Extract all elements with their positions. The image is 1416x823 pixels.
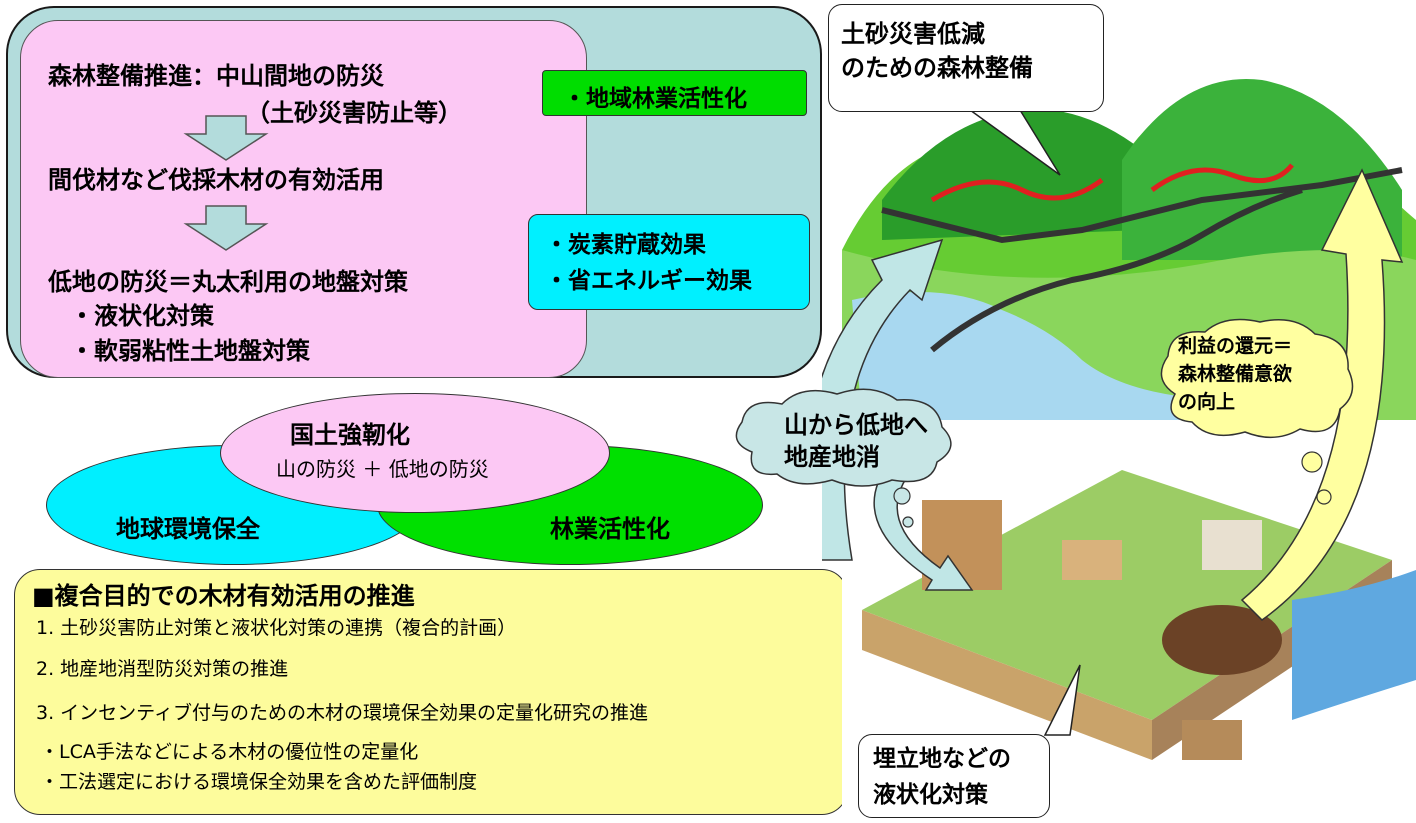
promotion-title: ■複合目的での木材有効活用の推進 <box>32 582 415 610</box>
flow-panel <box>20 20 587 378</box>
venn-resilience-subtitle: 山の防災 ＋ 低地の防災 <box>276 457 489 481</box>
forest-callout-line-2: のための森林整備 <box>841 54 1033 82</box>
promotion-subitem-1: ・LCA手法などによる木材の優位性の定量化 <box>40 741 419 763</box>
venn-resilience <box>220 393 610 513</box>
flow-step-forest-note: （土砂災害防止等） <box>246 99 462 127</box>
reclaimed-land-city <box>842 430 1416 823</box>
up-curve-arrow-icon <box>1240 168 1404 621</box>
venn-environment-label: 地球環境保全 <box>116 515 260 543</box>
forestry-revitalization-tag: ・地域林業活性化 <box>542 70 807 116</box>
flow-item-soft-soil: ・軟弱粘性土地盤対策 <box>70 337 310 365</box>
environmental-effects-tag: ・炭素貯蔵効果 ・省エネルギー効果 <box>528 214 810 310</box>
carbon-storage-label: ・炭素貯蔵効果 <box>545 232 706 258</box>
landscape-illustration <box>822 79 1416 823</box>
down-arrow-icon <box>183 115 269 161</box>
promotion-item-3: 3. インセンティブ付与のための木材の環境保全効果の定量化研究の推進 <box>36 702 649 724</box>
landfill-callout-line-1: 埋立地などの <box>873 746 1011 772</box>
flow-item-liquefaction: ・液状化対策 <box>70 302 214 330</box>
venn-resilience-title: 国土強靭化 <box>290 421 410 449</box>
local-production-line-1: 山から低地へ <box>784 411 928 439</box>
local-production-cloud <box>735 388 952 487</box>
promotion-panel <box>14 569 848 815</box>
forest-callout-line-1: 土砂災害低減 <box>841 20 985 48</box>
landfill-callout-line-2: 液状化対策 <box>873 782 988 808</box>
venn-forestry-label: 林業活性化 <box>550 515 670 543</box>
promotion-item-1: 1. 土砂災害防止対策と液状化対策の連携（複合的計画） <box>36 617 517 639</box>
promotion-item-2: 2. 地産地消型防災対策の推進 <box>36 658 289 680</box>
profit-return-line-2: 森林整備意欲 <box>1178 363 1293 385</box>
local-production-line-2: 地産地消 <box>784 443 880 471</box>
flow-step-lowland: 低地の防災＝丸太利用の地盤対策 <box>48 268 408 296</box>
down-arrow-icon <box>183 205 269 251</box>
profit-return-line-1: 利益の還元＝ <box>1178 335 1293 357</box>
energy-saving-label: ・省エネルギー効果 <box>545 268 752 294</box>
flow-step-timber: 間伐材など伐採木材の有効活用 <box>48 166 384 194</box>
profit-return-line-3: の向上 <box>1178 391 1236 413</box>
flow-step-forest: 森林整備推進：中山間地の防災 <box>48 62 384 90</box>
profit-return-text: 利益の還元＝ 森林整備意欲 の向上 <box>1178 332 1292 416</box>
profit-return-cloud <box>1160 318 1354 438</box>
promotion-subitem-2: ・工法選定における環境保全効果を含めた評価制度 <box>40 771 478 793</box>
landfill-callout: 埋立地などの 液状化対策 <box>858 734 1050 818</box>
forest-callout: 土砂災害低減 のための森林整備 <box>828 4 1104 112</box>
landfill-callout-pointer <box>1043 664 1081 736</box>
